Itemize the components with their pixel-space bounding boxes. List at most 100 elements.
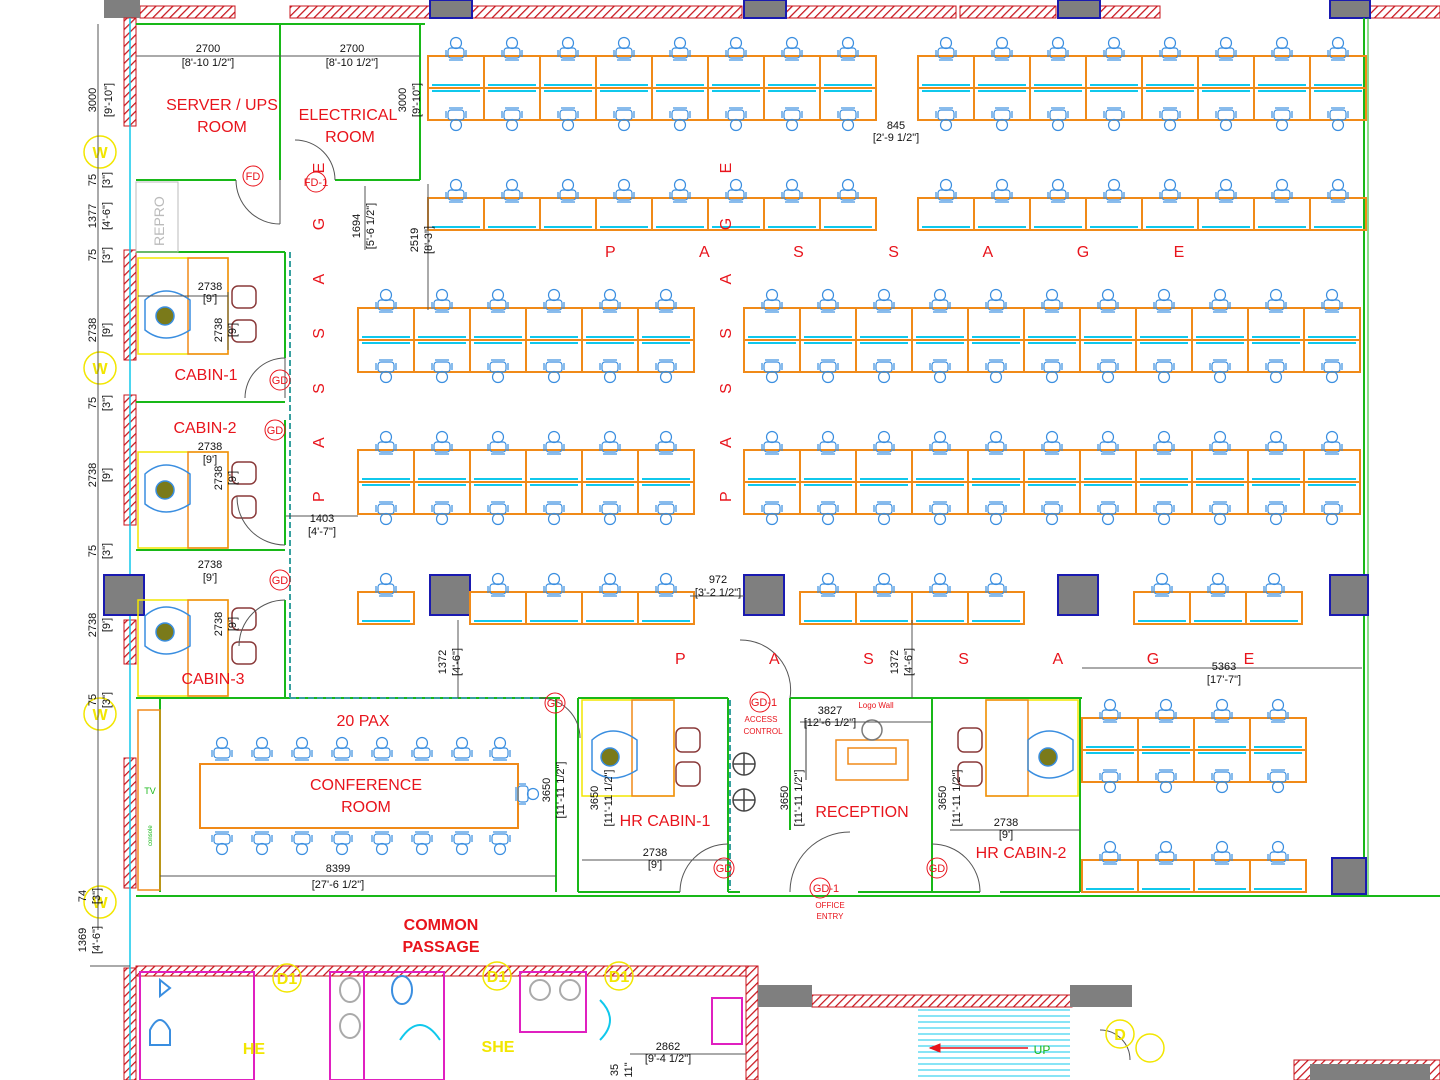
- passage-label-top: P A S S A G E: [605, 244, 1224, 261]
- door-tag-gd-hr2: GD: [926, 857, 948, 879]
- columns: [429, 574, 1369, 895]
- ws-row-3-bottom: [358, 340, 1360, 383]
- svg-text:GD: GD: [547, 698, 564, 710]
- svg-text:W: W: [92, 707, 108, 724]
- svg-text:2738: 2738: [994, 817, 1018, 829]
- svg-text:2738: 2738: [198, 559, 222, 571]
- svg-text:3827: 3827: [818, 705, 842, 717]
- svg-text:2738: 2738: [87, 613, 99, 637]
- access-control-gates: [732, 752, 756, 812]
- dimension-lines: [90, 24, 1362, 1055]
- office-entry-label-2: ENTRY: [817, 912, 845, 921]
- svg-text:[12'-6 1/2"]: [12'-6 1/2"]: [804, 717, 856, 729]
- door-tags: FD FD-1 GD GD GD GD GD-1 GD GD-1 GD: [242, 165, 948, 899]
- svg-text:[9']: [9']: [101, 323, 113, 337]
- svg-text:845: 845: [887, 120, 905, 132]
- cabin-1-label: CABIN-1: [174, 367, 237, 384]
- dashed-partitions: [289, 252, 731, 890]
- svg-text:75: 75: [87, 249, 99, 261]
- reception-label: RECEPTION: [815, 804, 908, 821]
- svg-text:D: D: [1114, 1027, 1126, 1044]
- reception-desk: [805, 719, 909, 781]
- svg-text:GD-1: GD-1: [813, 883, 839, 895]
- svg-text:3650: 3650: [589, 786, 601, 810]
- conference-pax-label: 20 PAX: [336, 713, 389, 730]
- svg-text:FD: FD: [246, 171, 261, 183]
- svg-text:3000: 3000: [397, 88, 409, 112]
- cabin-3-desk: [137, 599, 257, 697]
- door-tag-fd1: FD-1: [304, 171, 328, 193]
- svg-text:W: W: [92, 361, 108, 378]
- svg-text:[11'-11 1/2"]: [11'-11 1/2"]: [951, 770, 963, 827]
- repro-box: [135, 181, 179, 253]
- svg-text:[3"]: [3"]: [101, 247, 113, 263]
- ws-row-4-bottom: [358, 482, 1360, 525]
- he-label: HE: [243, 1041, 266, 1058]
- outer-walls: [103, 0, 1440, 1080]
- svg-text:D1: D1: [277, 971, 298, 988]
- svg-text:W: W: [92, 145, 108, 162]
- conference-label-1: CONFERENCE: [310, 777, 422, 794]
- svg-text:75: 75: [87, 174, 99, 186]
- hr-cabin-2-label: HR CABIN-2: [976, 845, 1067, 862]
- ws-row-3-top: [358, 290, 1360, 341]
- svg-text:GD: GD: [267, 425, 284, 437]
- svg-text:8399: 8399: [326, 863, 350, 875]
- door-tag-d1-c: D1: [604, 961, 634, 991]
- office-entry-label-1: OFFICE: [815, 901, 844, 910]
- ws-right-block: [1082, 700, 1306, 893]
- svg-text:GD: GD: [929, 863, 946, 875]
- svg-text:[3"]: [3"]: [91, 888, 103, 904]
- svg-text:2738: 2738: [213, 466, 225, 490]
- svg-text:[17'-7"]: [17'-7"]: [1207, 674, 1241, 686]
- ws-row-1-top: [428, 38, 1366, 89]
- passage-labels: P A S S A G E P A S S A G E P A S S A G …: [311, 143, 1254, 668]
- common-passage-label-2: PASSAGE: [402, 939, 479, 956]
- svg-text:2738: 2738: [198, 441, 222, 453]
- svg-text:1369: 1369: [77, 928, 89, 952]
- ws-row-5: [358, 574, 1302, 625]
- svg-text:[8'-10 1/2"]: [8'-10 1/2"]: [326, 57, 378, 69]
- door-tag-gd1-access: GD-1: [749, 691, 777, 713]
- passage-label-left: P A S S A G E: [311, 143, 328, 502]
- server-room-label-1: SERVER / UPS: [166, 97, 278, 114]
- common-passage-label-1: COMMON: [404, 917, 479, 934]
- toilets: [139, 971, 743, 1080]
- door-tag-gd-cabin2: GD: [264, 419, 286, 441]
- svg-text:[9']: [9']: [203, 293, 217, 305]
- svg-text:[9']: [9']: [227, 323, 239, 337]
- svg-text:1694: 1694: [351, 214, 363, 238]
- svg-text:[3"]: [3"]: [101, 692, 113, 708]
- electrical-room-label-2: ROOM: [325, 129, 375, 146]
- logo-wall-label: Logo Wall: [858, 701, 894, 710]
- svg-text:[27'-6 1/2"]: [27'-6 1/2"]: [312, 879, 364, 891]
- hr-cabin-1-desk: [581, 699, 701, 797]
- cabin-furniture: [137, 257, 1079, 812]
- svg-text:2738: 2738: [87, 318, 99, 342]
- access-control-label-1: ACCESS: [745, 715, 778, 724]
- electrical-room-label-1: ELECTRICAL: [299, 107, 398, 124]
- svg-text:[9']: [9']: [227, 471, 239, 485]
- svg-text:[2'-9 1/2"]: [2'-9 1/2"]: [873, 132, 919, 144]
- svg-text:74: 74: [77, 890, 89, 902]
- svg-text:[9']: [9']: [227, 617, 239, 631]
- svg-text:2738: 2738: [198, 281, 222, 293]
- conference-label-2: ROOM: [341, 799, 391, 816]
- svg-text:[11'-11 1/2"]: [11'-11 1/2"]: [555, 762, 567, 819]
- svg-text:[4'-7"]: [4'-7"]: [308, 526, 336, 538]
- door-tag-d1-b: D1: [482, 961, 512, 991]
- svg-text:2738: 2738: [213, 612, 225, 636]
- fixture-circle: [1135, 1033, 1165, 1063]
- svg-text:[11'-11 1/2"]: [11'-11 1/2"]: [793, 770, 805, 827]
- door-tag-gd-hr1: GD: [713, 857, 735, 879]
- window-tags: W W W W D1 D1 D1 D: [83, 135, 1165, 1063]
- svg-text:1403: 1403: [310, 513, 334, 525]
- server-room-label-2: ROOM: [197, 119, 247, 136]
- svg-text:[9']: [9']: [101, 618, 113, 632]
- svg-text:1372: 1372: [889, 650, 901, 674]
- svg-text:[3"]: [3"]: [101, 543, 113, 559]
- svg-text:GD-1: GD-1: [751, 697, 777, 709]
- svg-text:[8'-3"]: [8'-3"]: [423, 226, 435, 254]
- svg-text:3000: 3000: [87, 88, 99, 112]
